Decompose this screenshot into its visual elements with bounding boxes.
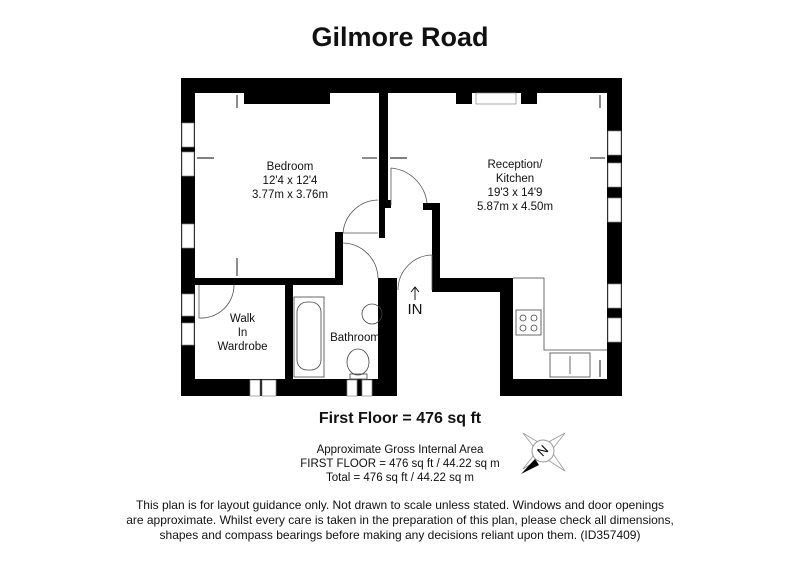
door-bedroom — [342, 199, 379, 234]
room-name: Wardrobe — [217, 341, 268, 353]
room-name: In — [237, 327, 248, 339]
basin — [361, 303, 383, 325]
wall-bottom-left — [181, 379, 397, 396]
wall-top — [181, 78, 622, 93]
wall-reception-bottom — [432, 278, 513, 292]
door-wardrobe — [198, 284, 235, 319]
wall-bottom-right — [500, 379, 622, 396]
room-label-bedroom: Bedroom 12'4 x 12'4 3.77m x 3.76m — [200, 160, 380, 202]
room-dimensions-metric: 3.77m x 3.76m — [251, 189, 329, 201]
room-dimensions-imperial: 19'3 x 14'9 — [487, 187, 543, 199]
chimney-breast — [244, 93, 330, 104]
window — [361, 379, 373, 397]
window — [607, 162, 622, 188]
room-name: Walk — [229, 313, 256, 325]
doors — [198, 167, 433, 319]
window — [475, 92, 517, 105]
floor-area-heading: First Floor = 476 sq ft — [318, 410, 482, 427]
window — [249, 379, 261, 397]
window — [607, 317, 622, 343]
room-dimensions-imperial: 12'4 x 12'4 — [262, 175, 318, 187]
page-title: Gilmore Road — [311, 22, 489, 52]
window — [607, 130, 622, 156]
wall-bedroom-bottom — [195, 278, 343, 285]
dimension-arrows — [197, 95, 605, 377]
kitchen-worktop — [513, 277, 607, 351]
windows — [181, 92, 622, 397]
gia-total: Total = 476 sq ft / 44.22 sq m — [326, 472, 474, 484]
bathtub — [293, 296, 325, 378]
window — [181, 151, 195, 177]
disclaimer-line: This plan is for layout guidance only. N… — [135, 498, 665, 512]
hob-icon — [515, 309, 542, 336]
compass-icon: N — [521, 432, 566, 474]
door-bathroom — [342, 242, 379, 279]
door-reception — [390, 167, 428, 204]
gross-internal-area: Approximate Gross Internal Area FIRST FL… — [250, 443, 550, 485]
window — [181, 122, 195, 148]
window — [261, 379, 277, 397]
room-label-reception: Reception/ Kitchen 19'3 x 14'9 5.87m x 4… — [440, 158, 590, 214]
wall-bathroom-left — [285, 285, 293, 379]
fixtures — [293, 277, 607, 380]
window — [181, 293, 195, 317]
room-name: Kitchen — [495, 173, 535, 185]
window — [181, 223, 195, 249]
window — [607, 283, 622, 309]
gia-first-floor: FIRST FLOOR = 476 sq ft / 44.22 sq m — [300, 458, 500, 470]
wall-bathroom-right — [378, 278, 397, 379]
entrance-label: IN — [407, 301, 423, 318]
door-entrance — [397, 254, 433, 291]
window — [181, 322, 195, 346]
window — [607, 197, 622, 223]
room-name: Bedroom — [266, 161, 314, 173]
room-dimensions-metric: 5.87m x 4.50m — [476, 201, 554, 213]
room-label-wardrobe: Walk In Wardrobe — [200, 312, 285, 354]
gia-heading: Approximate Gross Internal Area — [316, 444, 484, 456]
room-label-bathroom: Bathroom — [330, 332, 380, 344]
toilet — [346, 348, 370, 376]
wall-reception-left — [432, 203, 440, 288]
sink-icon — [549, 352, 591, 378]
disclaimer-line: are approximate. Whilst every care is ta… — [126, 513, 674, 527]
wall-divider — [379, 93, 388, 205]
wall-right — [607, 78, 622, 396]
room-name: Reception/ — [487, 159, 543, 171]
disclaimer-line: shapes and compass bearings before makin… — [159, 528, 641, 542]
disclaimer: This plan is for layout guidance only. N… — [0, 498, 800, 543]
window — [346, 379, 358, 397]
